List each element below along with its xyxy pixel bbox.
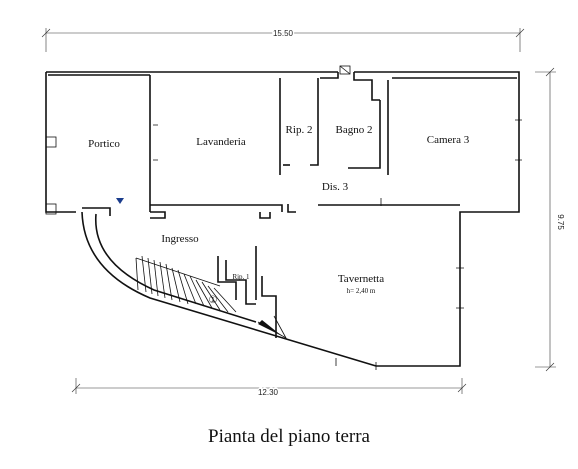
- staircase: [135, 255, 237, 313]
- right-dimension: 9.75: [556, 214, 565, 230]
- bottom-dimension: 12.30: [258, 388, 279, 397]
- room-tavernetta: Tavernetta: [338, 273, 384, 285]
- plan-caption: Pianta del piano terra: [208, 426, 370, 447]
- room-ingresso: Ingresso: [161, 233, 199, 245]
- dimension-lines: [41, 28, 556, 394]
- room-rip-1: Rip. 1: [232, 273, 250, 281]
- room-dis-3: Dis. 3: [322, 181, 349, 193]
- room-bagno-2: Bagno 2: [336, 124, 373, 136]
- room-rip-2: Rip. 2: [286, 124, 313, 136]
- room-lavanderia: Lavanderia: [196, 136, 246, 148]
- walls: [45, 71, 522, 370]
- stair-marker: ①: [209, 295, 218, 306]
- vent-icon: [339, 65, 351, 75]
- room-portico: Portico: [88, 138, 120, 150]
- top-dimension: 15.50: [273, 29, 294, 38]
- entrance-marker: [116, 198, 124, 204]
- tavernetta-height: h= 2,40 m: [347, 287, 376, 295]
- room-camera-3: Camera 3: [427, 134, 470, 146]
